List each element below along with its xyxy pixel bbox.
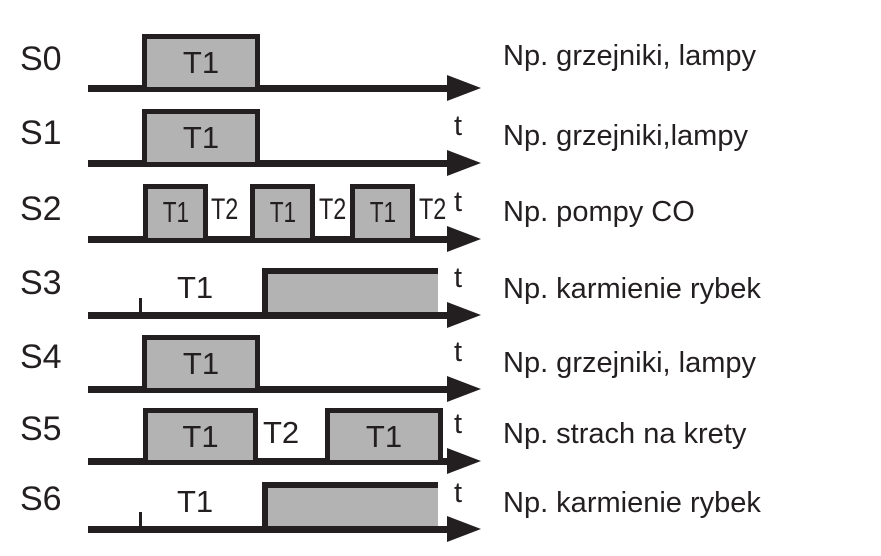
signal-label-s0: S0 [20,40,62,78]
pulse-t1-s2-3-label: T1 [369,197,396,229]
time-axis-s3 [88,312,451,319]
pulse-t1-s5-1: T1 [143,408,258,465]
delay-t1-s6: T1 [177,484,214,519]
signal-label-s3: S3 [20,264,62,302]
pulse-t1-s5-2: T1 [325,408,443,465]
signal-label-s1: S1 [20,114,62,152]
time-axis-arrow-s4 [447,376,481,402]
open-pulse-s6 [262,482,438,526]
pulse-t1-s2-2-label: T1 [269,197,296,229]
time-axis-s4 [88,386,451,393]
t-axis-label-s3: t [454,262,463,294]
signal-label-s5: S5 [20,410,62,448]
example-label-s0: Np. grzejniki, lampy [503,40,757,72]
pulse-t1-s5-2-label: T1 [365,418,403,454]
gap-t2-s2-3: T2 [419,193,447,226]
gap-t2-s5: T2 [263,415,300,450]
time-axis-arrow-s3 [447,302,481,328]
time-axis-arrow-s6 [447,516,481,542]
time-axis-s5 [88,458,451,465]
example-label-s4: Np. grzejniki, lampy [503,347,757,379]
delay-t1-s3: T1 [177,270,214,305]
signal-label-s4: S4 [20,338,62,376]
t-axis-label-s2: t [454,186,463,218]
pulse-t1-s2-1: T1 [143,184,208,243]
t-axis-label-s6: t [454,477,463,509]
t-axis-label-s4: t [454,336,463,368]
time-axis-arrow-s2 [447,226,481,252]
time-axis-s6 [88,526,451,533]
pulse-t1-s2-2: T1 [250,184,315,243]
pulse-t1-s1-label: T1 [182,120,220,155]
t-axis-label-s1: t [454,110,463,142]
example-label-s6: Np. karmienie rybek [503,487,761,519]
t-axis-label-s5: t [454,408,463,440]
example-label-s1: Np. grzejniki,lampy [503,120,748,152]
start-tick-s6 [139,512,142,527]
pulse-t1-s2-1-label: T1 [162,197,189,229]
start-tick-s3 [139,298,142,313]
pulse-t1-s0: T1 [142,34,260,92]
pulse-t1-s0-label: T1 [182,45,220,80]
example-label-s2: Np. pompy CO [503,196,695,228]
time-axis-s0 [88,85,451,92]
time-axis-arrow-s0 [447,75,481,101]
open-pulse-s3 [262,268,438,312]
example-label-s5: Np. strach na krety [503,418,747,450]
pulse-t1-s4-label: T1 [182,346,220,381]
pulse-t1-s2-3: T1 [350,184,415,243]
time-axis-arrow-s5 [447,448,481,474]
pulse-t1-s5-1-label: T1 [182,418,219,454]
signal-label-s6: S6 [20,480,62,518]
pulse-t1-s4: T1 [142,335,260,393]
pulse-t1-s1: T1 [142,109,260,167]
signal-label-s2: S2 [20,190,62,228]
time-axis-arrow-s1 [447,150,481,176]
time-axis-s1 [88,160,451,167]
example-label-s3: Np. karmienie rybek [503,273,761,305]
gap-t2-s2-2: T2 [319,193,347,226]
gap-t2-s2-1: T2 [211,193,239,226]
